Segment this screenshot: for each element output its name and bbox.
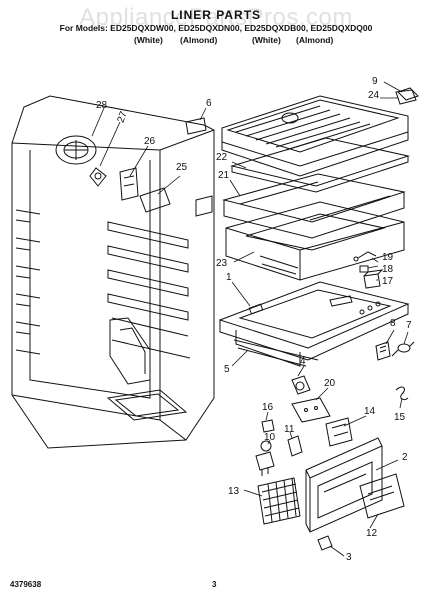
control-cluster xyxy=(255,375,353,476)
model-list: For Models: ED25DQXDW00, ED25DQXDN00, ED… xyxy=(59,23,373,33)
callout-20: 20 xyxy=(324,378,336,389)
callout-1: 1 xyxy=(226,272,232,283)
callout-7: 7 xyxy=(406,320,412,331)
callout-9: 9 xyxy=(372,76,378,87)
color-label: (Almond) xyxy=(296,35,334,45)
callout-2: 2 xyxy=(402,452,408,463)
watermark: AppliancePartsPros.com xyxy=(79,4,353,31)
callout-24: 24 xyxy=(368,90,380,101)
callout-21: 21 xyxy=(218,170,230,181)
top-shelf-assembly xyxy=(221,89,417,239)
callout-4: 4 xyxy=(300,356,306,367)
callout-26: 26 xyxy=(144,136,156,147)
control-housing-parts xyxy=(257,437,405,551)
callout-14: 14 xyxy=(364,406,376,417)
page-title: LINER PARTS xyxy=(170,8,262,22)
callout-18: 18 xyxy=(382,264,394,275)
color-label: (Almond) xyxy=(180,35,218,45)
color-label: (White) xyxy=(252,35,281,45)
callout-8: 8 xyxy=(390,318,396,329)
callout-6: 6 xyxy=(206,98,212,109)
callout-3: 3 xyxy=(346,552,352,563)
document-number: 4379638 xyxy=(10,580,42,589)
callout-22: 22 xyxy=(216,152,228,163)
callout-16: 16 xyxy=(262,402,274,413)
drawer-assembly xyxy=(218,281,410,367)
callout-13: 13 xyxy=(228,486,240,497)
color-label: (White) xyxy=(134,35,163,45)
callout-27: 27 xyxy=(116,110,130,125)
crisper-housing xyxy=(225,201,405,281)
callout-leaders xyxy=(91,81,409,557)
callout-23: 23 xyxy=(216,258,228,269)
callout-28: 28 xyxy=(96,100,108,111)
callout-15: 15 xyxy=(394,412,406,423)
callout-labels: 28 27 26 25 6 9 24 22 21 23 1 5 19 18 17… xyxy=(96,76,412,563)
liner-cabinet xyxy=(11,95,215,449)
callout-17: 17 xyxy=(382,276,394,287)
callout-5: 5 xyxy=(224,364,230,375)
callout-10: 10 xyxy=(264,432,276,443)
page-number: 3 xyxy=(212,580,217,589)
hardware-parts xyxy=(353,87,419,401)
callout-25: 25 xyxy=(176,162,188,173)
callout-12: 12 xyxy=(366,528,378,539)
callout-19: 19 xyxy=(382,252,394,263)
callout-11: 11 xyxy=(284,424,295,435)
